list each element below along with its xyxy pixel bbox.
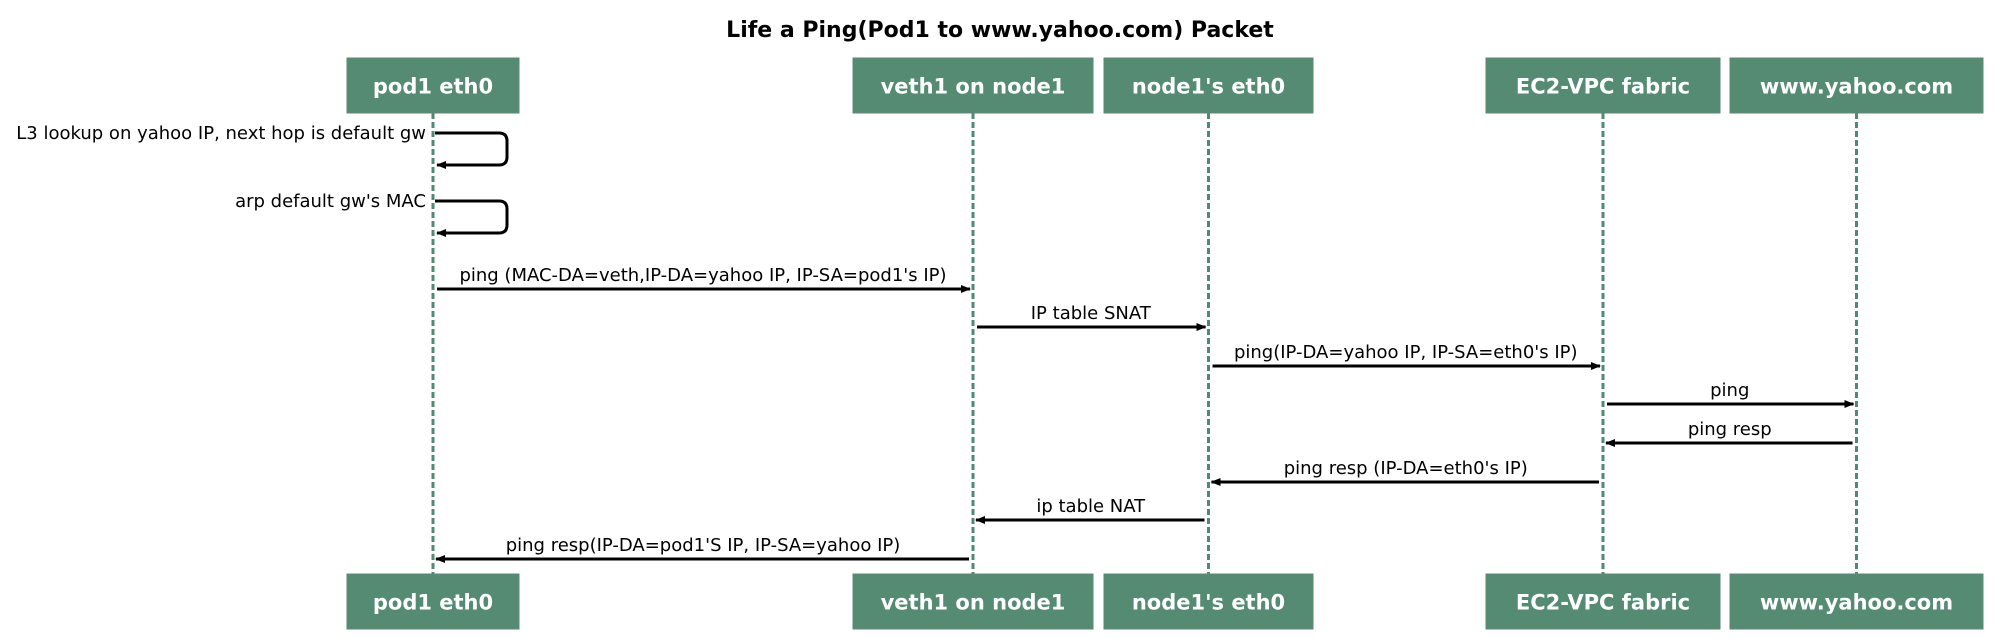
message-label: ping (MAC-DA=veth,IP-DA=yahoo IP, IP-SA=… [459,265,946,286]
message: arp default gw's MAC [235,191,509,237]
actor-label: EC2-VPC fabric [1516,591,1690,615]
message-label: ping(IP-DA=yahoo IP, IP-SA=eth0's IP) [1234,342,1578,363]
actor-row-top: pod1 eth0 veth1 on node1 node1's eth0 EC2-V… [346,57,1984,114]
actor-rect [1103,57,1314,114]
actor-rect [1729,573,1984,630]
message-label: arp default gw's MAC [235,191,426,212]
actor-rect [852,57,1094,114]
actor-label: veth1 on node1 [881,591,1066,615]
message: ping (MAC-DA=veth,IP-DA=yahoo IP, IP-SA=… [437,265,971,293]
actor-box-bottom: www.yahoo.com [1729,573,1984,630]
message: ip table NAT [975,496,1205,524]
messages: L3 lookup on yahoo IP, next hop is defau… [16,123,1855,563]
actor-box-bottom: EC2-VPC fabric [1485,573,1721,630]
message-label: ping [1710,380,1749,401]
actor-label: www.yahoo.com [1760,75,1953,99]
self-message-arrow [435,131,509,169]
actor-box-top: node1's eth0 [1103,57,1314,114]
message-label: ip table NAT [1036,496,1146,517]
message-label: ping resp (IP-DA=eth0's IP) [1284,458,1528,479]
message: ping resp (IP-DA=eth0's IP) [1210,458,1599,486]
actor-label: node1's eth0 [1132,75,1285,99]
actor-rect [346,57,520,114]
actor-label: veth1 on node1 [881,75,1066,99]
actor-box-top: pod1 eth0 [346,57,520,114]
actor-rect [346,573,520,630]
actor-rect [1485,573,1721,630]
message: ping resp [1605,419,1853,447]
actor-box-bottom: node1's eth0 [1103,573,1314,630]
actor-box-bottom: pod1 eth0 [346,573,520,630]
message-label: ping resp [1688,419,1772,440]
message: ping [1607,380,1855,408]
actor-rect [1485,57,1721,114]
actor-label: www.yahoo.com [1760,591,1953,615]
actor-label: node1's eth0 [1132,591,1285,615]
actor-label: pod1 eth0 [373,591,493,615]
actor-box-top: veth1 on node1 [852,57,1094,114]
self-message-arrow [435,199,509,237]
actor-box-top: www.yahoo.com [1729,57,1984,114]
actor-rect [1103,573,1314,630]
actor-box-top: EC2-VPC fabric [1485,57,1721,114]
message: ping resp(IP-DA=pod1'S IP, IP-SA=yahoo I… [435,535,969,563]
actor-box-bottom: veth1 on node1 [852,573,1094,630]
lifelines [431,113,1858,574]
actor-label: EC2-VPC fabric [1516,75,1690,99]
actor-rect [852,573,1094,630]
message-label: IP table SNAT [1031,303,1152,324]
actor-row-bottom: pod1 eth0 veth1 on node1 node1's eth0 EC2-V… [346,573,1984,630]
actor-rect [1729,57,1984,114]
actor-label: pod1 eth0 [373,75,493,99]
message: IP table SNAT [977,303,1207,331]
message-label: ping resp(IP-DA=pod1'S IP, IP-SA=yahoo I… [506,535,901,556]
diagram-title: Life a Ping(Pod1 to www.yahoo.com) Packe… [726,18,1274,43]
message: ping(IP-DA=yahoo IP, IP-SA=eth0's IP) [1212,342,1601,370]
message: L3 lookup on yahoo IP, next hop is defau… [16,123,509,169]
message-label: L3 lookup on yahoo IP, next hop is defau… [16,123,426,144]
